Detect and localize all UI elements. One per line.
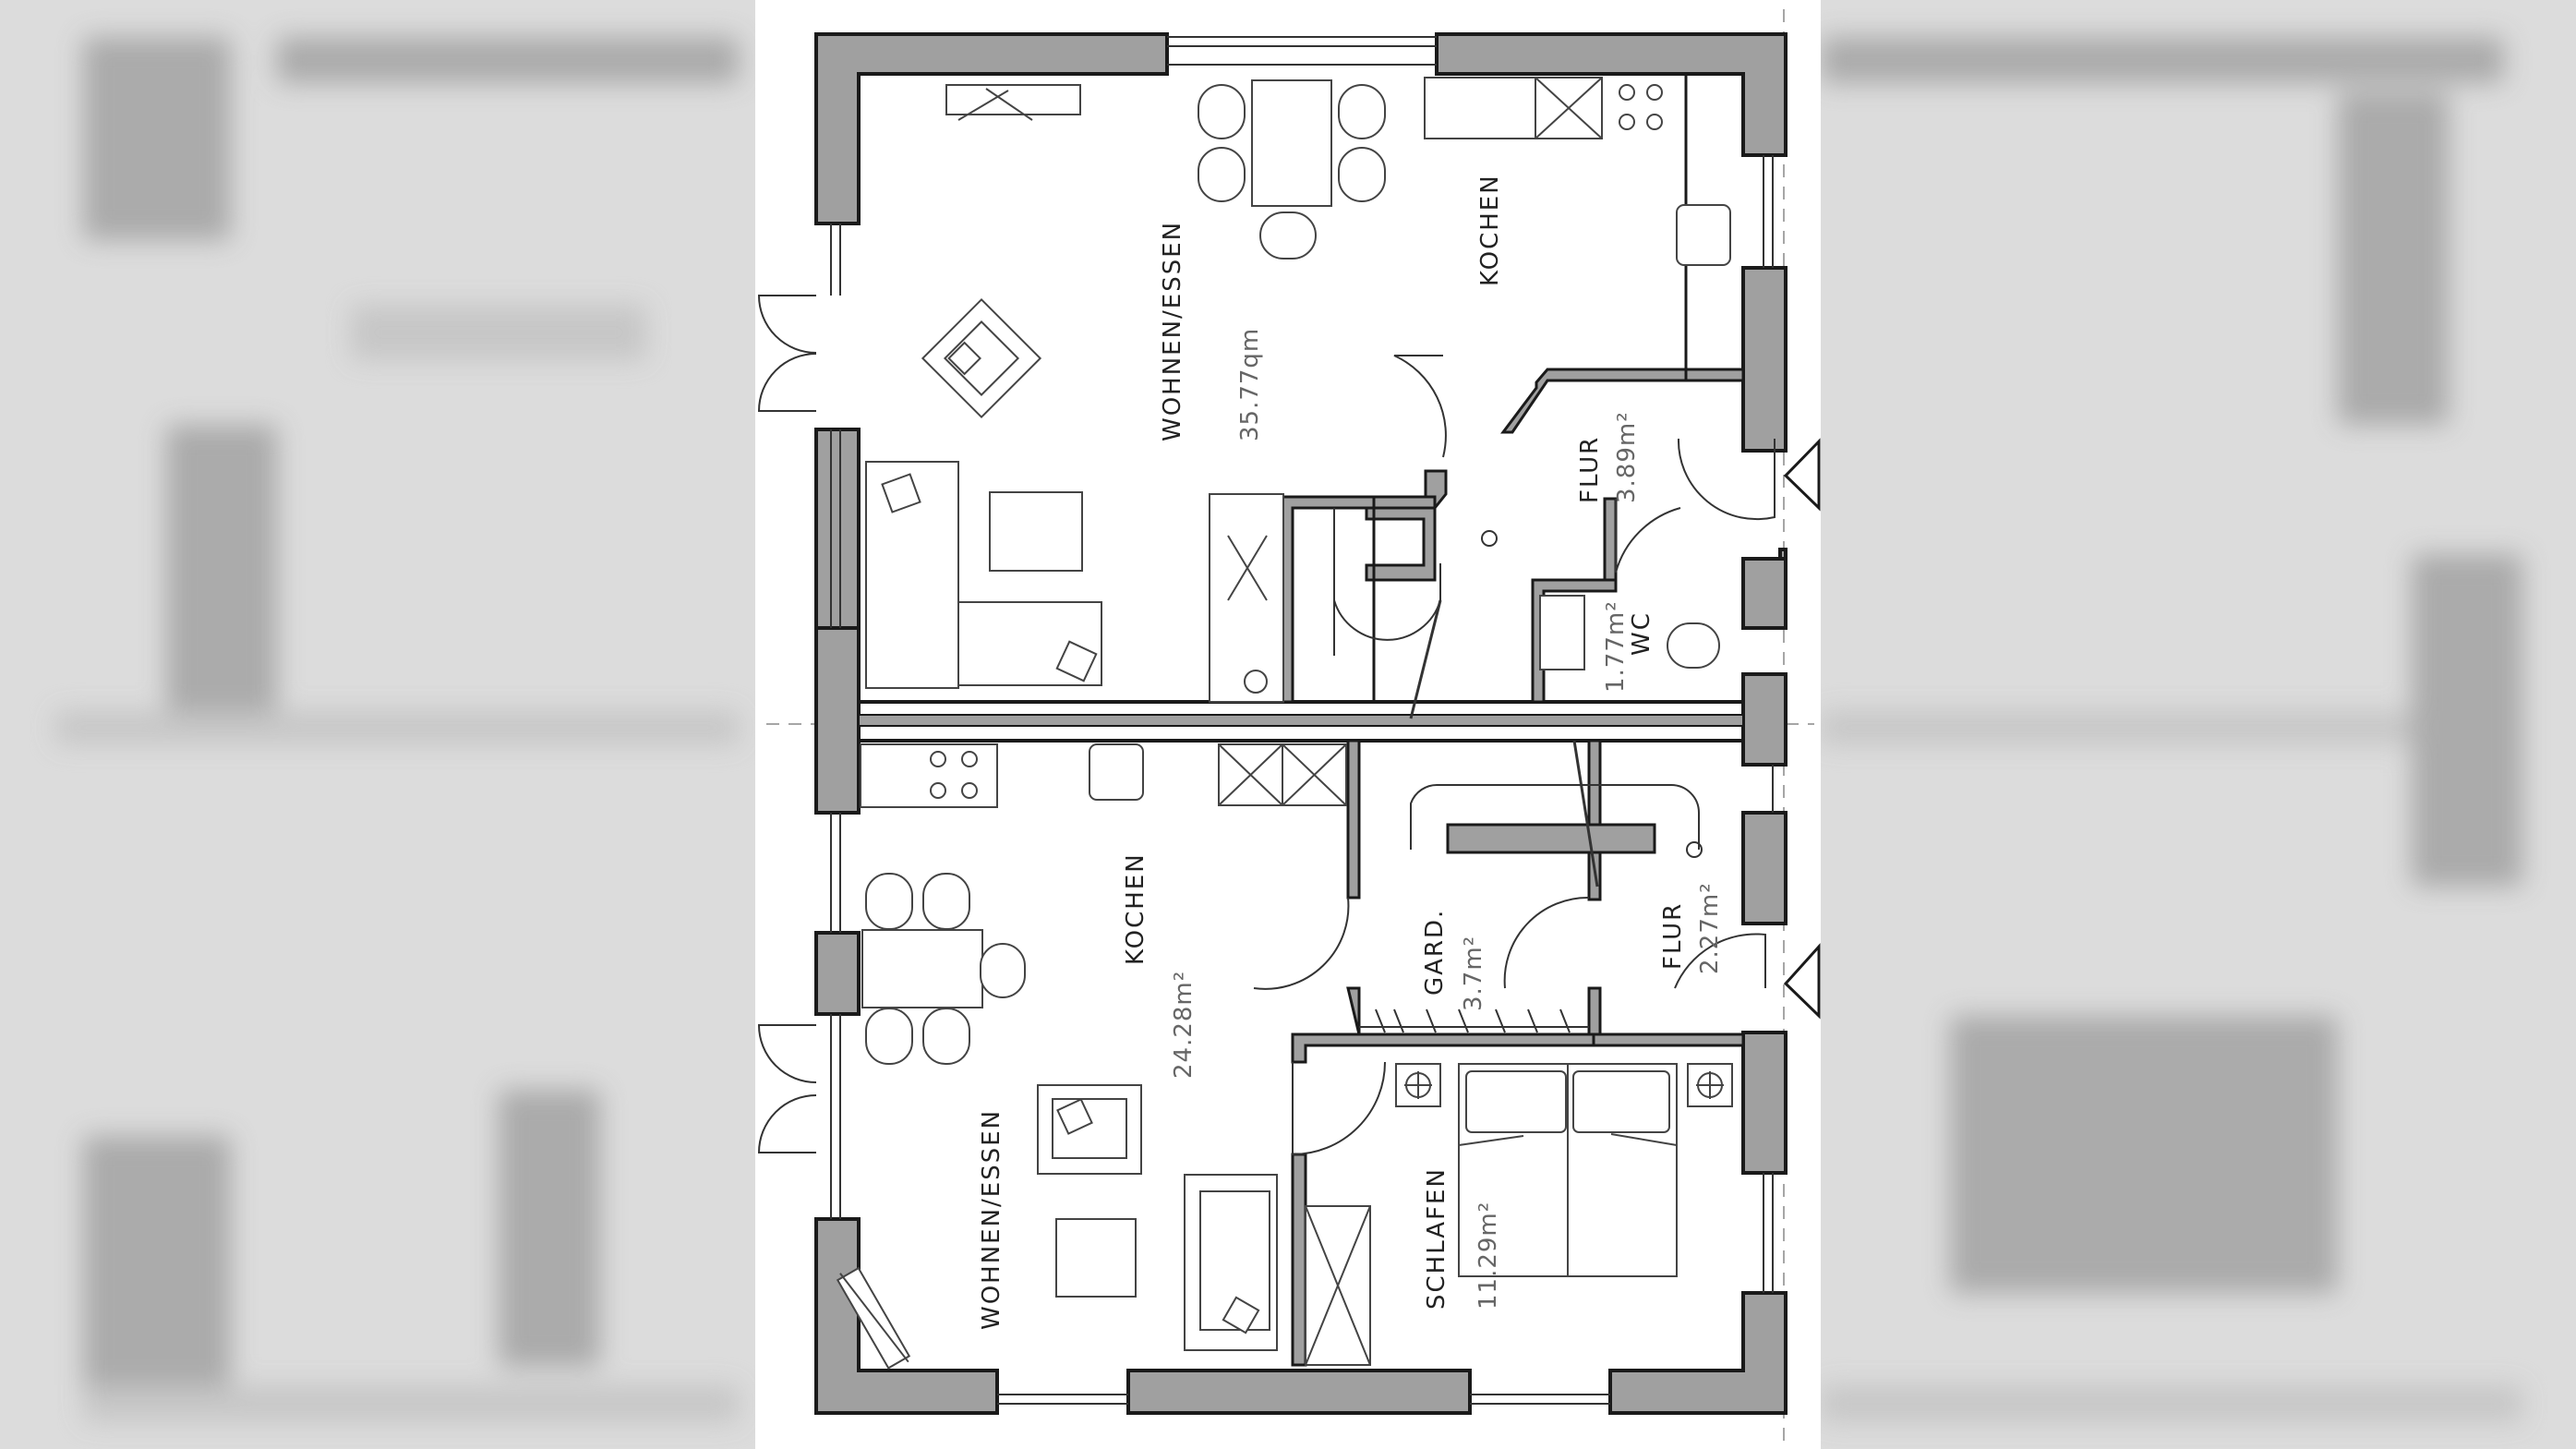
- room-label-wohnen-lower: WOHNEN/ESSEN: [978, 1109, 1005, 1330]
- room-area-wohnen-upper: 35.77qm: [1236, 328, 1264, 441]
- lower-furniture: [836, 743, 1347, 1370]
- room-area-flur-lower: 2.27m²: [1696, 882, 1724, 974]
- party-wall: [857, 700, 1745, 743]
- room-label-kochen-lower: KOCHEN: [1122, 852, 1150, 965]
- room-label-gard: GARD.: [1421, 909, 1449, 996]
- blurred-background-left: [0, 0, 755, 1449]
- exterior-walls: [814, 32, 1788, 1415]
- bedroom-furniture: [1305, 1063, 1733, 1366]
- stair-upper: [1280, 495, 1498, 719]
- room-area-wc: 1.77m²: [1602, 600, 1630, 693]
- interior-doors: [1253, 355, 1776, 1156]
- room-label-flur-lower: FLUR: [1659, 902, 1687, 970]
- room-area-flur-upper: 3.89m²: [1613, 411, 1641, 503]
- room-label-wc: WC: [1628, 611, 1655, 656]
- blurred-background-right: [1821, 0, 2576, 1449]
- windows: [830, 36, 1774, 1405]
- room-area-kochen-lower: 24.28m²: [1170, 971, 1198, 1079]
- stair-lower: [1410, 740, 1703, 888]
- room-label-flur-upper: FLUR: [1576, 436, 1604, 503]
- entry-arrows: [1783, 438, 1821, 1020]
- room-label-kochen-upper: KOCHEN: [1476, 174, 1504, 286]
- room-label-wohnen-upper: WOHNEN/ESSEN: [1159, 221, 1186, 441]
- room-label-schlafen: SCHLAFEN: [1423, 1167, 1451, 1310]
- upper-furniture: [865, 77, 1731, 703]
- room-area-gard: 3.7m²: [1460, 936, 1487, 1011]
- room-area-schlafen: 11.29m²: [1475, 1201, 1502, 1310]
- wardrobe: [1359, 1008, 1589, 1033]
- patio-doors: [757, 295, 817, 1153]
- floor-plan: WOHNEN/ESSEN 35.77qm KOCHEN FLUR 3.89m² …: [757, 9, 1821, 1441]
